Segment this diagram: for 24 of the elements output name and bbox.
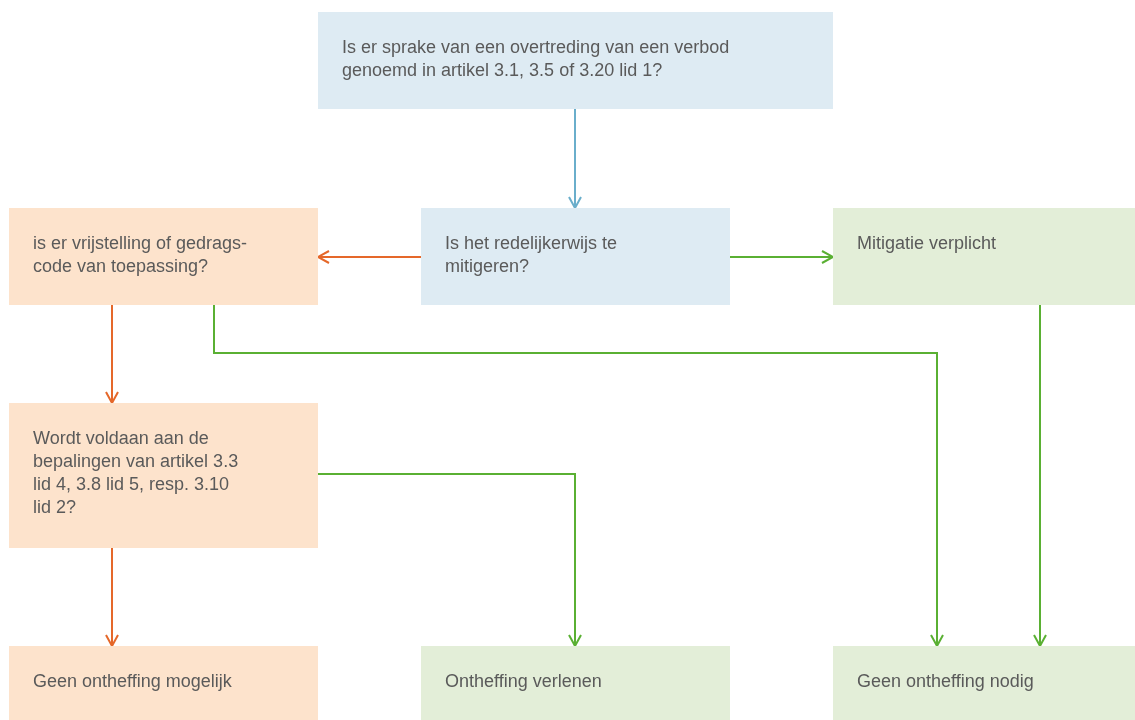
box-text: Mitigatie verplicht — [857, 232, 998, 255]
arrow — [568, 108, 582, 209]
box-text: Is er sprake van een overtreding van een verbod genoemd in artikel 3.1, 3.5 of 3.20 lid 1? — [342, 36, 731, 82]
process-box — [9, 208, 318, 305]
arrow — [729, 250, 834, 264]
arrow — [213, 304, 944, 647]
process-box — [421, 646, 730, 720]
process-box — [9, 646, 318, 720]
box-text: Wordt voldaan aan de bepalingen van artikel 3.3 lid 4, 3.8 lid 5, resp. 3.10 lid 2? — [33, 427, 240, 519]
arrow — [317, 473, 582, 647]
process-box — [9, 403, 318, 548]
arrow — [105, 304, 119, 404]
box-text: Geen ontheffing mogelijk — [33, 670, 233, 693]
process-box — [833, 646, 1135, 720]
box-text: Is het redelijkerwijs te mitigeren? — [445, 232, 619, 278]
process-box — [833, 208, 1135, 305]
process-box — [421, 208, 730, 305]
box-text: is er vrijstelling of gedrags- code van toepassing? — [33, 232, 249, 278]
arrow — [105, 547, 119, 647]
box-text: Geen ontheffing nodig — [857, 670, 1035, 693]
arrow — [317, 250, 422, 264]
box-text: Ontheffing verlenen — [445, 670, 603, 693]
process-box — [318, 12, 833, 109]
arrow — [1033, 304, 1047, 647]
